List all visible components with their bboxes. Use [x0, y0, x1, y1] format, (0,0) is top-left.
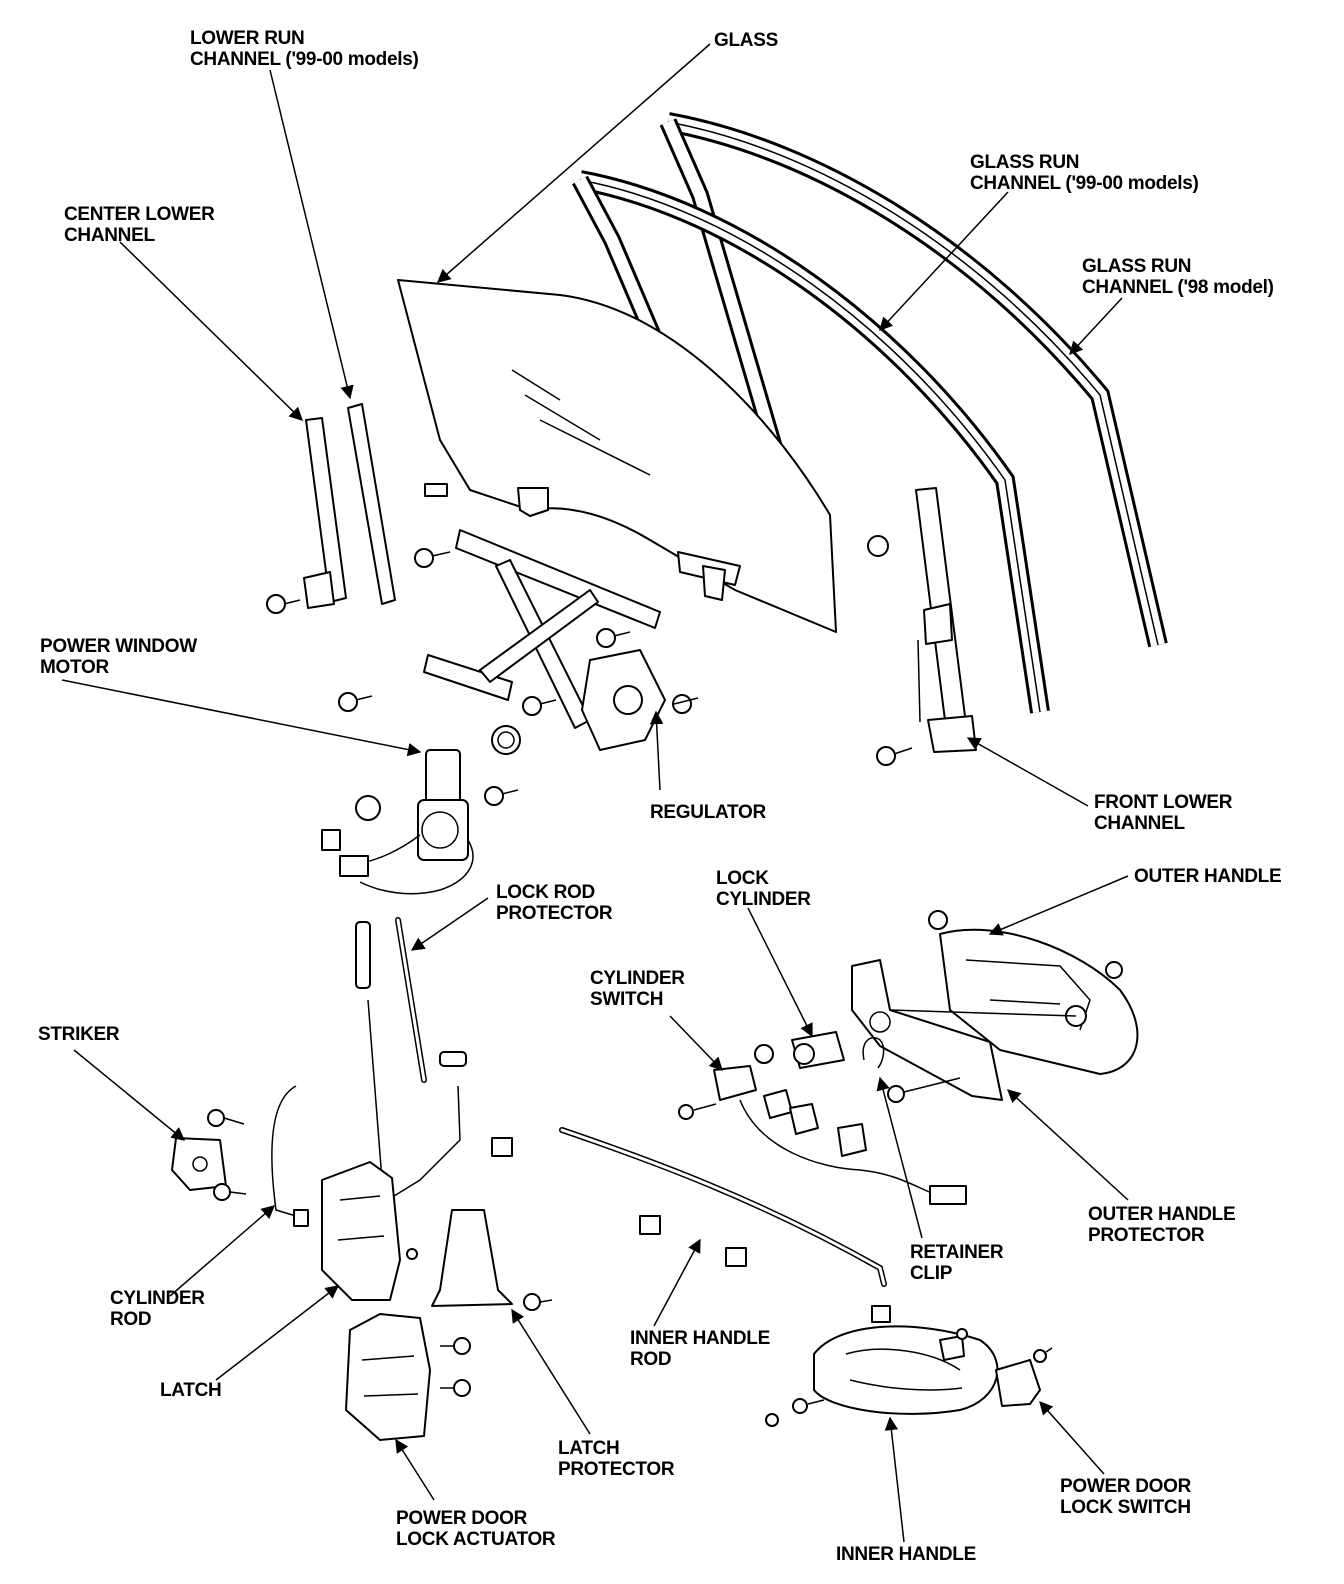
label-line: INNER HANDLE: [836, 1544, 976, 1565]
label-line: LOCK ROD: [496, 882, 595, 903]
label-line: CYLINDER: [716, 889, 811, 910]
label-line: CHANNEL: [1094, 813, 1185, 834]
label-line: CENTER LOWER: [64, 204, 215, 225]
label-line: INNER HANDLE: [630, 1328, 770, 1349]
label-line: GLASS: [714, 30, 778, 51]
striker: [171, 1109, 247, 1201]
lock-cylinder-assembly: [678, 1031, 967, 1205]
window-regulator: [423, 529, 666, 755]
label-line: POWER DOOR: [396, 1508, 528, 1529]
lower-run-channel: [347, 403, 396, 605]
label-line: SWITCH: [590, 989, 664, 1010]
label-line: CHANNEL ('98 model): [1082, 277, 1274, 298]
label-line: LOCK SWITCH: [1060, 1497, 1191, 1518]
power-door-lock-actuator: [345, 1313, 471, 1441]
label-lock-cylinder: LOCK CYLINDER: [716, 868, 811, 910]
label-latch-protector: LATCH PROTECTOR: [558, 1438, 675, 1480]
inner-handle: [765, 1325, 999, 1427]
label-line: LOWER RUN: [190, 28, 305, 49]
label-striker: STRIKER: [38, 1024, 120, 1045]
label-glass: GLASS: [714, 30, 778, 51]
power-door-lock-switch: [995, 1347, 1053, 1407]
label-line: CHANNEL: [64, 225, 155, 246]
label-power-door-lock-actuator: POWER DOOR LOCK ACTUATOR: [396, 1508, 556, 1550]
label-front-lower-channel: FRONT LOWER CHANNEL: [1094, 792, 1232, 834]
label-power-window-motor: POWER WINDOW MOTOR: [40, 636, 197, 678]
label-line: OUTER HANDLE: [1134, 866, 1282, 887]
glass-run-channel-99-00: [572, 170, 1050, 714]
label-lower-run-channel: LOWER RUN CHANNEL ('99-00 models): [190, 28, 419, 70]
label-center-lower-channel: CENTER LOWER CHANNEL: [64, 204, 215, 246]
label-line: MOTOR: [40, 657, 109, 678]
label-line: LATCH: [160, 1380, 222, 1401]
label-line: LOCK ACTUATOR: [396, 1529, 556, 1550]
lock-rods: [271, 917, 887, 1287]
glass-run-channel-98: [659, 112, 1168, 648]
label-glass-run-channel-99-00: GLASS RUN CHANNEL ('99-00 models): [970, 152, 1199, 194]
label-glass-run-channel-98: GLASS RUN CHANNEL ('98 model): [1082, 256, 1274, 298]
label-line: LOCK: [716, 868, 769, 889]
bolts-upper: [266, 535, 913, 806]
center-lower-channel: [303, 417, 347, 609]
label-line: PROTECTOR: [1088, 1225, 1205, 1246]
label-line: FRONT LOWER: [1094, 792, 1233, 813]
label-line: ROD: [630, 1349, 672, 1370]
latch: [293, 1051, 513, 1301]
latch-protector: [431, 1209, 553, 1311]
label-outer-handle-protector: OUTER HANDLE PROTECTOR: [1088, 1204, 1236, 1246]
outer-handle-bracket: [851, 959, 1077, 1103]
label-line: GLASS RUN: [970, 152, 1080, 173]
door-glass: [397, 279, 837, 633]
label-line: LATCH: [558, 1438, 620, 1459]
front-lower-channel: [915, 487, 977, 753]
label-lock-rod-protector: LOCK ROD PROTECTOR: [496, 882, 613, 924]
label-inner-handle-rod: INNER HANDLE ROD: [630, 1328, 770, 1370]
label-line: GLASS RUN: [1082, 256, 1192, 277]
label-power-door-lock-switch: POWER DOOR LOCK SWITCH: [1060, 1476, 1191, 1518]
label-line: ROD: [110, 1309, 152, 1330]
label-retainer-clip: RETAINER CLIP: [910, 1242, 1004, 1284]
label-line: REGULATOR: [650, 802, 766, 823]
label-regulator: REGULATOR: [650, 802, 766, 823]
label-line: CHANNEL ('99-00 models): [970, 173, 1199, 194]
leader-lines: [61, 43, 1129, 1543]
label-line: CYLINDER: [590, 968, 685, 989]
label-line: OUTER HANDLE: [1088, 1204, 1236, 1225]
rod-clips: [639, 1215, 891, 1323]
label-line: POWER WINDOW: [40, 636, 197, 657]
label-latch: LATCH: [160, 1380, 222, 1401]
label-line: POWER DOOR: [1060, 1476, 1192, 1497]
label-line: RETAINER: [910, 1242, 1004, 1263]
label-line: CYLINDER: [110, 1288, 205, 1309]
label-outer-handle: OUTER HANDLE: [1134, 866, 1282, 887]
label-line: PROTECTOR: [558, 1459, 675, 1480]
label-line: CLIP: [910, 1263, 953, 1284]
label-line: CHANNEL ('99-00 models): [190, 49, 419, 70]
label-line: PROTECTOR: [496, 903, 613, 924]
label-cylinder-switch: CYLINDER SWITCH: [590, 968, 685, 1010]
label-inner-handle: INNER HANDLE: [836, 1544, 976, 1565]
label-line: STRIKER: [38, 1024, 120, 1045]
label-cylinder-rod: CYLINDER ROD: [110, 1288, 205, 1330]
power-window-motor: [321, 749, 474, 895]
